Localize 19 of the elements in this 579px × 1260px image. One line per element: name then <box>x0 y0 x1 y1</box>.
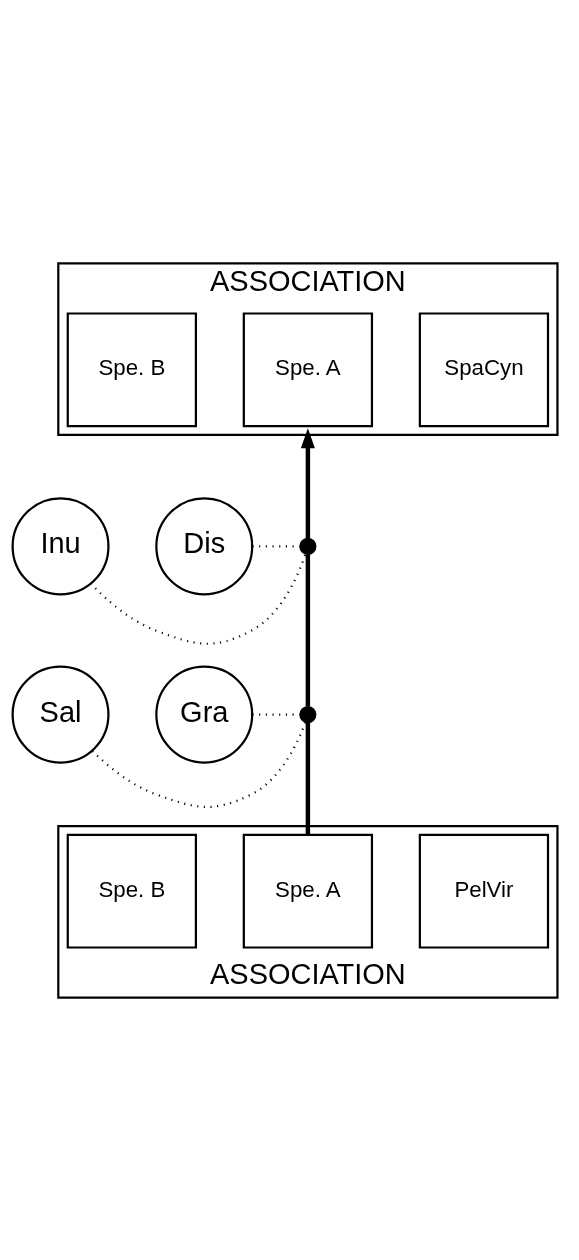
node-box: Spe. A <box>242 311 374 427</box>
node-circle: Sal <box>11 665 110 764</box>
node-circle: Dis <box>155 496 254 595</box>
connector <box>305 553 311 706</box>
node-box: Spe. B <box>66 311 198 427</box>
connector <box>252 713 300 716</box>
connector <box>252 544 300 547</box>
node-box: PelVir <box>418 833 550 949</box>
node-circle: Gra <box>155 665 254 764</box>
connector <box>305 722 311 835</box>
connector <box>91 721 307 808</box>
node-circle: Inu <box>11 496 110 595</box>
connector <box>90 553 307 645</box>
node-cross <box>299 537 317 555</box>
arrow <box>300 427 315 538</box>
node-cross <box>299 705 317 723</box>
node-box: Spe. A <box>242 833 374 949</box>
node-box: SpaCyn <box>418 311 550 427</box>
node-box: Spe. B <box>66 833 198 949</box>
